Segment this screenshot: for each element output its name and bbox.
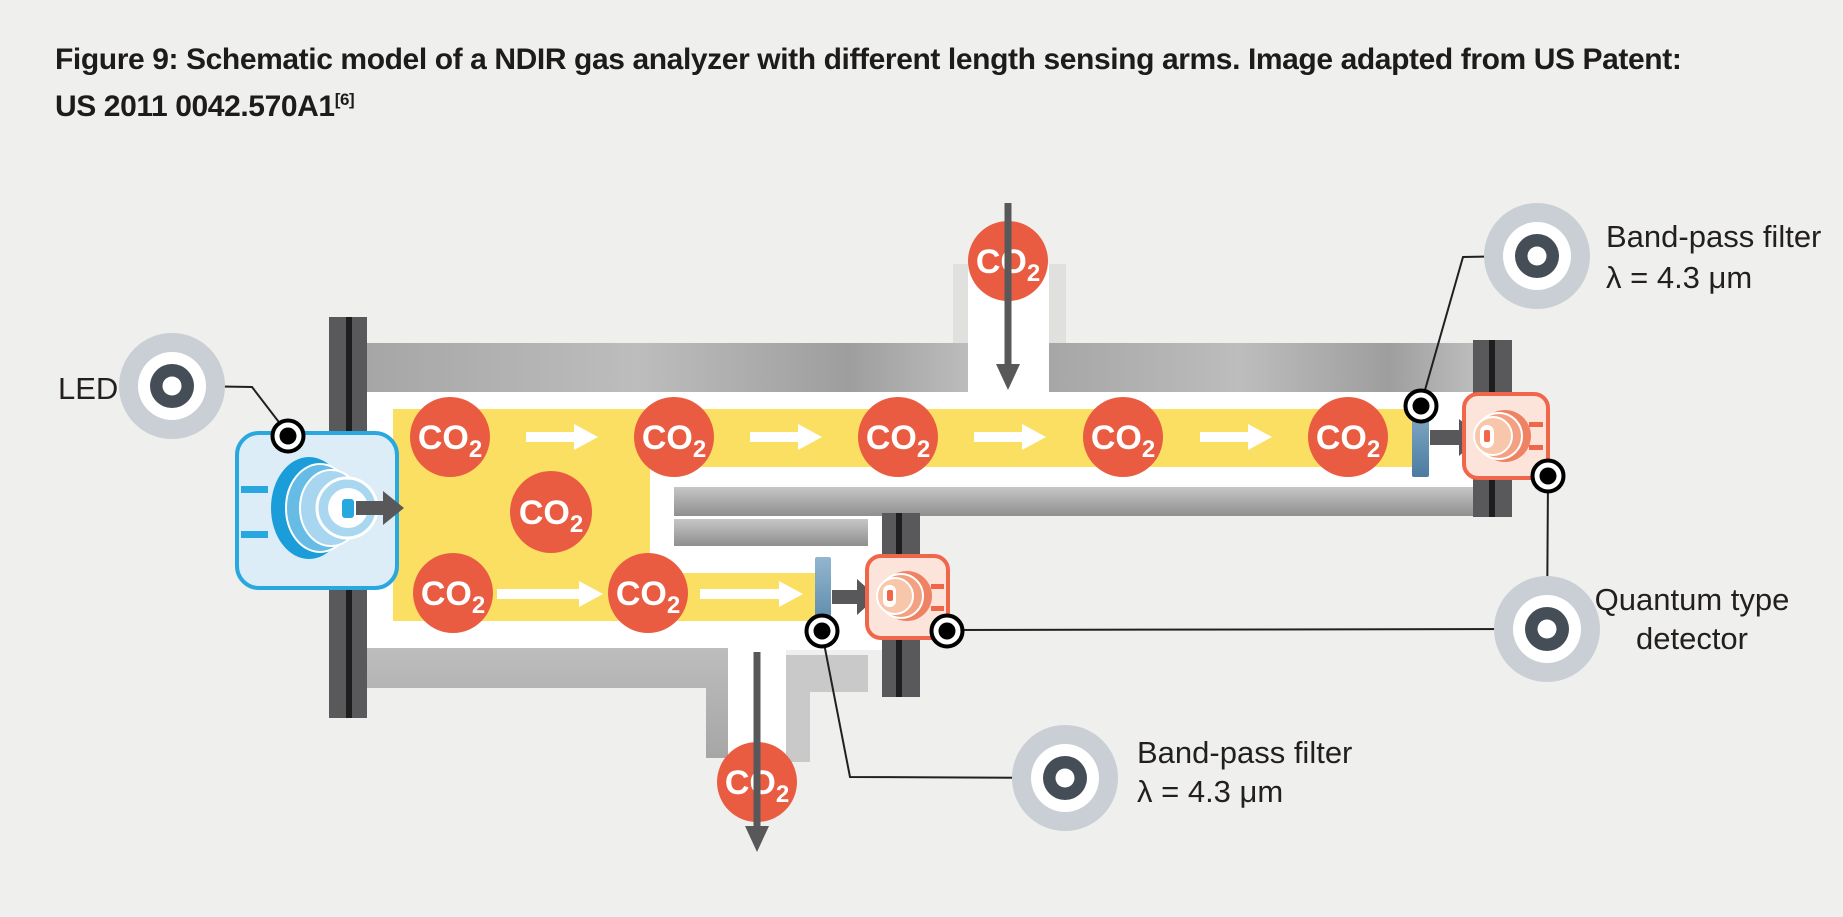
divider-wall-long-arm — [674, 487, 1473, 516]
co2-text: CO2 — [642, 419, 706, 463]
led-pin1 — [241, 486, 268, 493]
detector-bottom-pin2 — [931, 606, 944, 611]
anchor-dot — [813, 622, 831, 640]
co2-molecule: CO2 — [634, 397, 714, 477]
detector-top-anchor — [1530, 458, 1566, 494]
marker-center — [162, 376, 182, 396]
marker-center — [1527, 246, 1547, 266]
co2-circle — [608, 553, 688, 633]
inlet-wall-left — [953, 264, 968, 344]
co2-text: CO2 — [866, 419, 930, 463]
led-source — [235, 431, 404, 590]
bandpass-bottom-callout-line — [821, 632, 1066, 779]
divider-wall-short-arm — [674, 519, 868, 546]
co2-text: CO2 — [421, 575, 485, 619]
co2-circle — [1083, 397, 1163, 477]
anchor-outline — [270, 418, 306, 454]
marker-center — [1537, 619, 1557, 639]
gas-inlet-arrow — [996, 203, 1020, 390]
beam-arrow — [526, 424, 598, 450]
filter-top-anchor — [1403, 388, 1439, 424]
callout-anchors — [270, 388, 1566, 649]
anchor-dot — [1412, 397, 1430, 415]
co2-molecule: CO2 — [510, 471, 592, 553]
co2-molecule: CO2 — [1083, 397, 1163, 477]
anchor-dot — [1539, 467, 1557, 485]
callout-markers — [119, 203, 1600, 831]
co2-circle — [858, 397, 938, 477]
co2-molecule: CO2 — [608, 553, 688, 633]
co2-molecule: CO2 — [858, 397, 938, 477]
co2-text: CO2 — [1091, 419, 1155, 463]
marker-center — [1055, 768, 1075, 788]
gas-flow-arrows — [745, 203, 1020, 852]
detector-bottom-lens-icon — [876, 571, 932, 621]
beam-arrow — [700, 581, 803, 607]
co2-molecule: CO2 — [1308, 397, 1388, 477]
bandpass-top-marker — [1484, 203, 1590, 309]
inlet-wall-right — [1049, 264, 1066, 344]
gas-outlet-arrow — [745, 652, 769, 852]
figure-caption-line1: Figure 9: Schematic model of a NDIR gas … — [55, 43, 1682, 76]
co2-circle — [510, 471, 592, 553]
detector-bottom-pin1 — [931, 584, 944, 589]
detector-top-pin1 — [1529, 422, 1543, 427]
co2-circle — [413, 553, 493, 633]
co2-molecule: CO2 — [410, 397, 490, 477]
co2-circle — [1308, 397, 1388, 477]
anchor-dot — [938, 622, 956, 640]
co2-text: CO2 — [616, 575, 680, 619]
co2-text: CO2 — [1316, 419, 1380, 463]
quantum-horizontal-line — [948, 628, 1548, 631]
co2-text: CO2 — [976, 243, 1040, 287]
led-pin2 — [241, 531, 268, 538]
detector-top-pin2 — [1529, 445, 1543, 450]
led-label: LED — [58, 371, 118, 406]
bandpass-top-label-line2: λ = 4.3 μm — [1606, 260, 1752, 295]
anchor-outline — [804, 613, 840, 649]
led-lens-icon — [271, 457, 379, 559]
co2-text: CO2 — [519, 494, 583, 538]
beam-arrows — [497, 424, 1272, 607]
co2-molecule: CO2 — [413, 553, 493, 633]
led-emission-arrow — [356, 491, 404, 525]
led-anchor — [270, 418, 306, 454]
top-wall-left — [367, 343, 968, 392]
led-marker — [119, 333, 225, 439]
co2-circle — [634, 397, 714, 477]
anchor-dot — [279, 427, 297, 445]
figure-caption-line2: US 2011 0042.570A1[6] — [55, 90, 355, 123]
figure-caption: Figure 9: Schematic model of a NDIR gas … — [55, 36, 1835, 130]
anchor-outline — [929, 613, 965, 649]
detector-bottom-anchor — [929, 613, 965, 649]
co2-text: CO2 — [418, 419, 482, 463]
bandpass-top-label-line1: Band-pass filter — [1606, 219, 1821, 254]
filter-bottom-anchor — [804, 613, 840, 649]
anchor-outline — [1530, 458, 1566, 494]
beam-arrow — [1200, 424, 1272, 450]
bandpass-bottom-label-line1: Band-pass filter — [1137, 735, 1352, 770]
bandpass-bottom-marker — [1012, 725, 1118, 831]
co2-circle — [410, 397, 490, 477]
detector-bottom — [865, 554, 950, 640]
top-wall-right — [1049, 343, 1473, 392]
beam-arrow — [497, 581, 603, 607]
bandpass-bottom-label-line2: λ = 4.3 μm — [1137, 774, 1283, 809]
bottom-wall-left — [367, 648, 728, 758]
bottom-wall-right — [786, 655, 868, 762]
detector-top-lens-icon — [1473, 410, 1531, 462]
quantum-detector-marker — [1494, 576, 1600, 682]
quantum-detector-label-line2: detector — [1636, 621, 1748, 656]
anchor-outline — [1403, 388, 1439, 424]
quantum-detector-label-line1: Quantum type — [1595, 582, 1790, 617]
beam-arrow — [750, 424, 822, 450]
detector-top — [1462, 392, 1550, 480]
beam-arrow — [974, 424, 1046, 450]
co2-text: CO2 — [725, 764, 789, 808]
reference-superscript: [6] — [334, 90, 355, 109]
